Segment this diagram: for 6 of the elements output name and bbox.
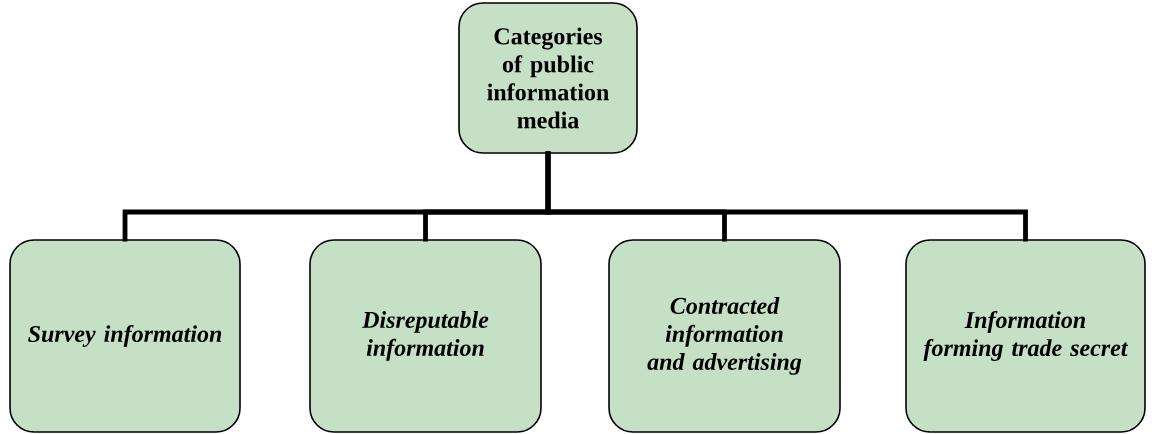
category-box: Contracted information and advertising [608,239,841,433]
category-box: Information forming trade secret [905,239,1146,433]
category-box: Disreputable information [309,239,542,433]
category-box: Survey information [9,239,241,433]
connector-line [545,151,1028,242]
root-box: Categories of public information media [458,2,638,154]
